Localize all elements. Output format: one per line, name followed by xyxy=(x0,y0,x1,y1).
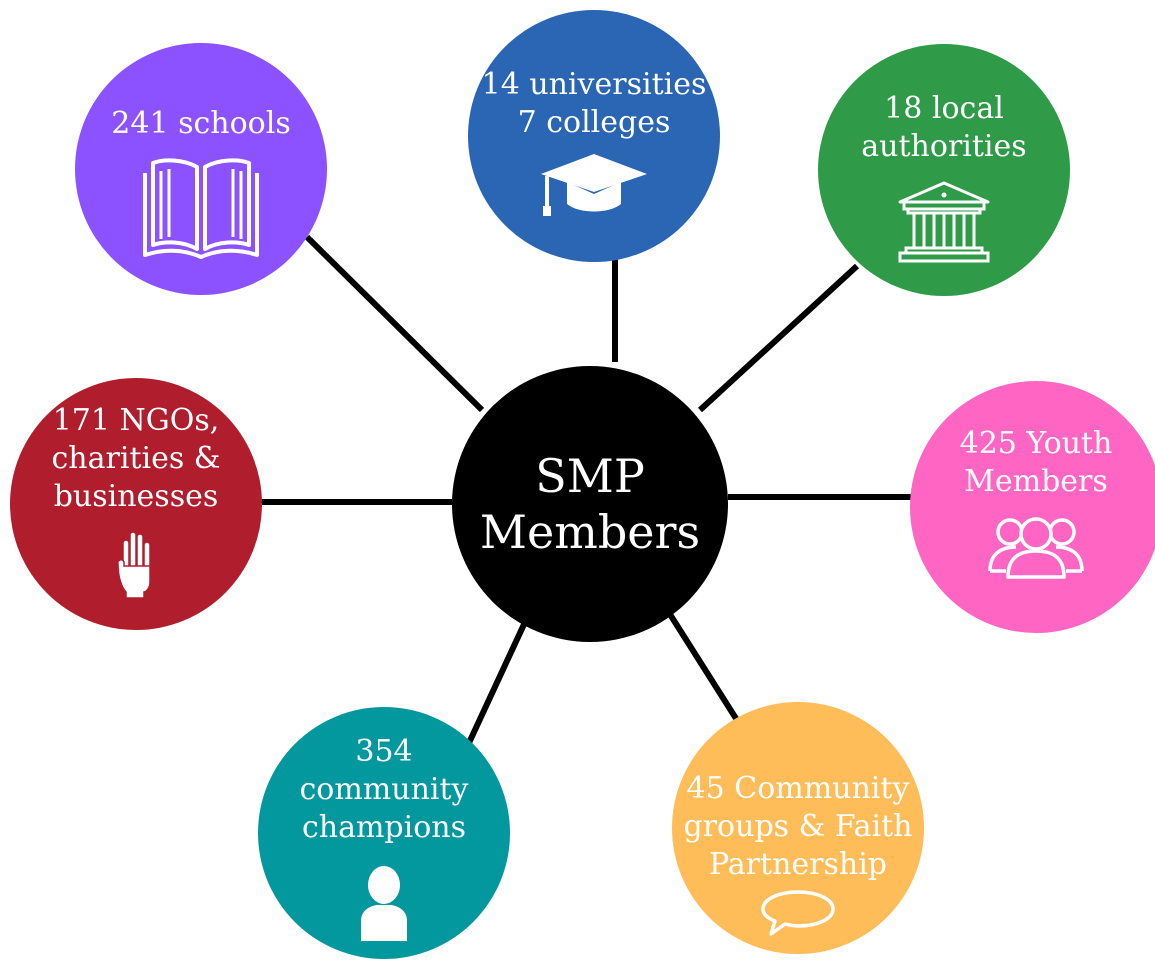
node-label-line: charities & xyxy=(51,441,221,476)
node-label-line: businesses xyxy=(53,479,219,514)
node-label-line: 171 NGOs, xyxy=(52,403,220,438)
node-label-line: 7 colleges xyxy=(517,105,671,140)
node-label-line: community xyxy=(299,772,469,807)
node-label-line: Members xyxy=(964,464,1108,499)
node-universities: 14 universities 7 colleges xyxy=(468,10,720,262)
node-label: 18 local authorities xyxy=(861,90,1026,166)
node-label-line: 354 xyxy=(355,734,413,769)
node-community-groups: 45 Community groups & Faith Partnership xyxy=(672,702,924,954)
connector-community-champions xyxy=(465,618,529,747)
node-schools: 241 schools xyxy=(75,43,327,295)
node-local-authorities: 18 local authorities xyxy=(818,44,1070,296)
group-people-icon xyxy=(988,517,1084,579)
node-ngos: 171 NGOs, charities & businesses xyxy=(10,378,262,630)
node-label-line: Partnership xyxy=(708,847,888,882)
node-label: 14 universities 7 colleges xyxy=(482,66,707,142)
center-node-smp-members: SMP Members xyxy=(452,366,728,642)
node-label: 171 NGOs, charities & businesses xyxy=(52,402,221,516)
center-label-line: SMP xyxy=(535,449,645,503)
connector-local-authorities xyxy=(697,263,860,413)
open-book-icon xyxy=(143,158,259,259)
connector-schools xyxy=(304,234,485,413)
government-building-icon xyxy=(898,181,990,263)
node-label: 241 schools xyxy=(111,105,290,143)
node-label: 425 Youth Members xyxy=(960,425,1113,501)
center-label: SMP Members xyxy=(480,448,700,560)
raised-hand-icon xyxy=(117,531,151,599)
node-label-line: 425 Youth xyxy=(959,426,1113,461)
node-label-line: champions xyxy=(301,810,467,845)
node-community-champions: 354 community champions xyxy=(258,707,510,959)
node-label-line: authorities xyxy=(861,129,1027,164)
center-label-line: Members xyxy=(479,505,701,559)
node-label-line: 18 local xyxy=(884,91,1004,126)
node-label-line: 241 schools xyxy=(111,106,291,141)
node-label-line: 45 Community xyxy=(686,771,910,806)
graduation-cap-icon xyxy=(541,154,647,216)
person-icon xyxy=(361,866,407,941)
node-label-line: 14 universities xyxy=(481,67,707,102)
node-label: 354 community champions xyxy=(300,733,469,847)
node-label: 45 Community groups & Faith Partnership xyxy=(684,770,913,884)
speech-bubble-icon xyxy=(761,890,835,936)
node-label-line: groups & Faith xyxy=(683,809,913,844)
node-youth-members: 425 Youth Members xyxy=(910,381,1155,633)
connector-community-groups xyxy=(663,606,745,730)
